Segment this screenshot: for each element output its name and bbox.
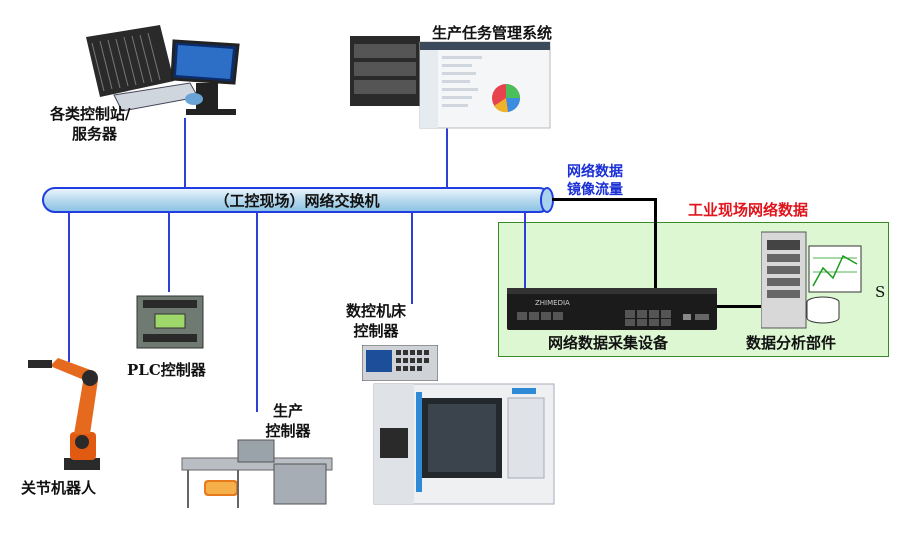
production-label-1: 生产 [272,402,303,420]
network-switch-bus: （工控现场）网络交换机 [42,187,552,213]
mirror-line1: 网络数据 [567,164,623,180]
link-robot [68,212,70,362]
mirror-traffic-label: 网络数据 镜像流量 [560,163,630,199]
link-mes [446,128,448,188]
mirror-traffic-line-v [654,198,657,290]
cnc-panel [361,344,439,382]
production-label: 生产 控制器 [258,401,318,441]
mirror-traffic-line-h [552,198,656,201]
analyzer-side-mark: S [875,283,886,301]
cnc-label-1: 数控机床 [345,302,406,320]
link-collector [524,212,526,292]
link-analyzer [717,305,763,308]
collector-brand: ZHIMEDIA [535,299,570,307]
mirror-line2: 镜像流量 [567,182,623,198]
cnc-machine [372,378,558,510]
servers-label-1: 各类控制站/ [50,105,131,123]
cnc-label: 数控机床 控制器 [336,301,416,341]
servers-label-2: 服务器 [72,125,118,143]
plc-illustration [133,292,207,352]
link-cnc [411,212,413,304]
analyzer-server [760,228,866,330]
servers-illustration [78,25,253,123]
collector-device: ZHIMEDIA [507,288,717,330]
link-plc [168,212,170,292]
mes-illustration [346,30,552,130]
link-servers [184,118,186,188]
field-zone-label: 工业现场网络数据 [688,201,809,219]
production-label-2: 控制器 [265,422,311,440]
plc-label: PLC控制器 [127,361,206,379]
network-switch-label: （工控现场）网络交换机 [214,191,380,210]
mes-label: 生产任务管理系统 [432,24,553,42]
robot-label: 关节机器人 [21,479,97,497]
collector-label: 网络数据采集设备 [548,334,669,352]
robot-arm [24,350,114,474]
analyzer-label: 数据分析部件 [746,334,837,352]
cnc-label-2: 控制器 [353,322,399,340]
production-machine [178,436,338,512]
link-production [256,212,258,412]
